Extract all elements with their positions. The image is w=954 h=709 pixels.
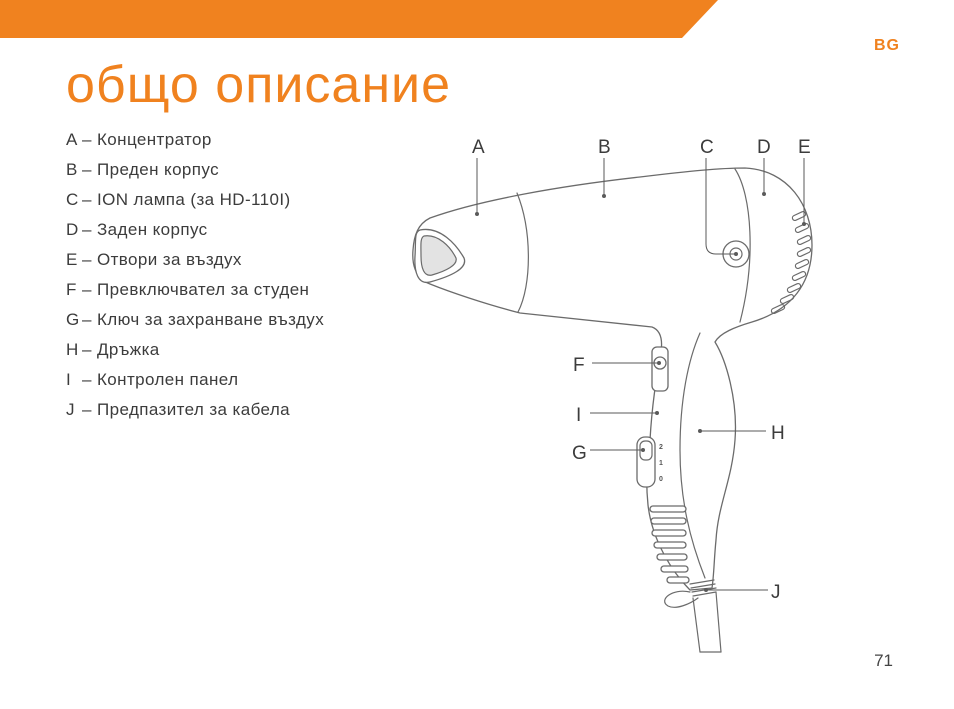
page-title: общо описание — [66, 56, 451, 114]
header-band-shape — [0, 0, 718, 38]
list-item: F–Превключвател за студен — [66, 275, 324, 305]
parts-list: A–Концентратор B–Преден корпус C–ION лам… — [66, 125, 324, 425]
part-letter: D — [66, 220, 79, 239]
part-description: Заден корпус — [97, 220, 208, 239]
separator: – — [82, 160, 92, 179]
separator: – — [82, 400, 92, 419]
callout-pointers — [475, 158, 806, 592]
list-item: C–ION лампа (за HD-110I) — [66, 185, 324, 215]
nozzle-inner — [420, 235, 457, 276]
list-item: D–Заден корпус — [66, 215, 324, 245]
separator: – — [82, 130, 92, 149]
part-letter: I — [66, 370, 72, 389]
part-letter: H — [66, 340, 79, 359]
separator: – — [82, 370, 92, 389]
grip-ridges — [649, 505, 690, 584]
list-item: E–Отвори за въздух — [66, 245, 324, 275]
callout-label-i: I — [576, 405, 581, 426]
part-letter: A — [66, 130, 78, 149]
callout-label-h: H — [771, 423, 785, 444]
callout-label-f: F — [573, 355, 585, 376]
part-description: Ключ за захранване въздух — [97, 310, 325, 329]
hanging-loop — [664, 590, 699, 608]
part-letter: E — [66, 250, 78, 269]
list-item: B–Преден корпус — [66, 155, 324, 185]
part-description: ION лампа (за HD-110I) — [97, 190, 291, 209]
part-letter: F — [66, 280, 77, 299]
part-description: Дръжка — [97, 340, 160, 359]
separator: – — [82, 280, 92, 299]
callout-label-d: D — [757, 137, 771, 158]
power-slider: 2 1 0 — [636, 436, 663, 488]
separator: – — [82, 250, 92, 269]
callout-label-j: J — [771, 582, 781, 603]
dryer-body-outline — [412, 167, 813, 591]
separator: – — [82, 340, 92, 359]
part-description: Предпазител за кабела — [97, 400, 291, 419]
separator: – — [82, 190, 92, 209]
list-item: I–Контролен панел — [66, 365, 324, 395]
air-vents — [770, 210, 812, 315]
callout-label-a: A — [472, 137, 485, 158]
power-cable — [664, 590, 722, 653]
part-description: Преден корпус — [97, 160, 219, 179]
part-description: Контролен панел — [97, 370, 239, 389]
handle-seam — [679, 332, 706, 579]
part-description: Концентратор — [97, 130, 212, 149]
callout-label-b: B — [598, 137, 611, 158]
hair-dryer-diagram: 2 1 0 A B C D E F I G H J — [412, 137, 813, 653]
separator: – — [82, 220, 92, 239]
header-band — [0, 0, 718, 38]
switch-setting-0: 0 — [659, 476, 663, 483]
list-item: A–Концентратор — [66, 125, 324, 155]
part-description: Превключвател за студен — [97, 280, 310, 299]
list-item: H–Дръжка — [66, 335, 324, 365]
rear-housing-seam — [734, 168, 751, 323]
part-letter: J — [66, 400, 75, 419]
cool-shot-switch — [651, 346, 669, 392]
part-letter: B — [66, 160, 78, 179]
concentrator-edge — [516, 192, 529, 313]
callout-label-e: E — [798, 137, 811, 158]
part-letter: G — [66, 310, 80, 329]
separator: – — [82, 310, 92, 329]
part-description: Отвори за въздух — [97, 250, 242, 269]
switch-setting-1: 1 — [659, 460, 663, 467]
part-letter: C — [66, 190, 79, 209]
callout-label-g: G — [572, 443, 587, 464]
switch-setting-2: 2 — [659, 444, 663, 451]
list-item: G–Ключ за захранване въздух — [66, 305, 324, 335]
callout-label-c: C — [700, 137, 714, 158]
page-number: 71 — [874, 651, 893, 670]
language-code: BG — [874, 37, 900, 54]
cable-protector — [689, 579, 717, 597]
list-item: J–Предпазител за кабела — [66, 395, 324, 425]
